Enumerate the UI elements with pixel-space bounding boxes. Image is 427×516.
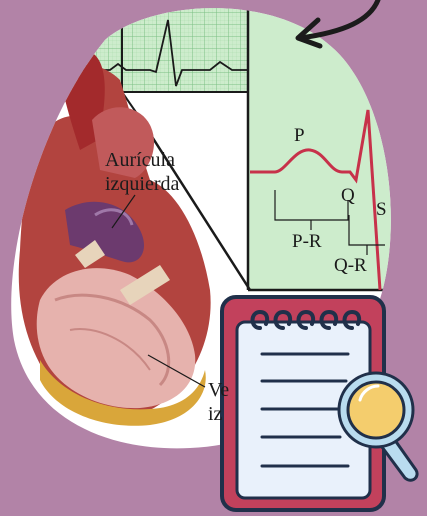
label-ventriculo-partial: Ve	[208, 378, 229, 402]
label-izquierda: izquierda	[105, 172, 179, 196]
ecg-label-p: P	[294, 126, 305, 146]
ecg-label-s-partial: S	[376, 200, 387, 220]
ecg-label-q: Q	[341, 186, 355, 206]
ecg-label-pr: P-R	[292, 232, 322, 252]
ecg-zoom-panel	[248, 0, 420, 290]
ecg-label-qr-partial: Q-R	[334, 256, 367, 276]
label-ventriculo-izq-partial: iz	[208, 402, 222, 426]
label-auricula: Aurícula	[105, 148, 175, 172]
